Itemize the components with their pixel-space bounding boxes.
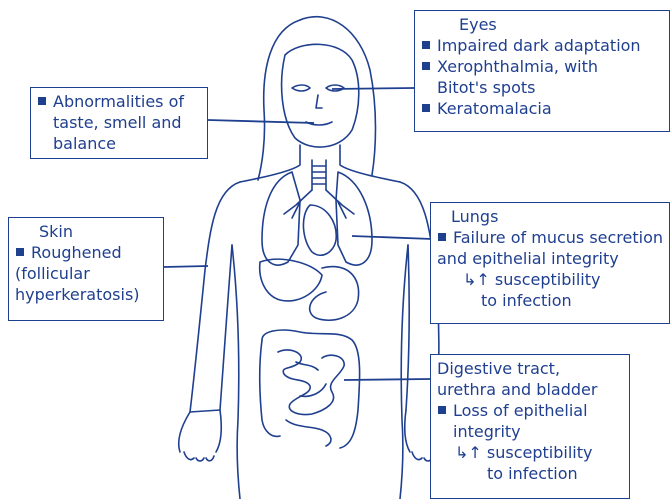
bullet-icon: [438, 233, 446, 241]
small-intestine: [278, 350, 344, 446]
face-outline: [282, 44, 359, 147]
heart: [303, 205, 336, 255]
bullet-icon: [422, 62, 430, 70]
bullet-icon: [16, 248, 24, 256]
right-lung: [336, 172, 372, 265]
digestive-to-infection: to infection: [437, 463, 623, 484]
eyes-title: Eyes: [421, 14, 663, 35]
eyes-item-xerophthalmia: Xerophthalmia, with: [421, 56, 663, 77]
neck: [240, 145, 300, 182]
left-hand: [179, 410, 221, 461]
stomach: [310, 267, 359, 321]
bullet-icon: [38, 97, 46, 105]
digestive-item-loss: Loss of epithelial: [437, 400, 623, 421]
bullet-icon: [422, 41, 430, 49]
eyes-box: Eyes Impaired dark adaptation Xerophthal…: [414, 10, 670, 132]
digestive-title-1: Digestive tract,: [437, 358, 623, 379]
lungs-box: Lungs Failure of mucus secretion and epi…: [430, 202, 670, 324]
taste-smell-box: Abnormalities of taste, smell and balanc…: [30, 87, 208, 159]
eyes-item-keratomalacia: Keratomalacia: [421, 98, 663, 119]
pointer-digestive: [344, 379, 430, 380]
digestive-title-2: urethra and bladder: [437, 379, 623, 400]
digestive-susceptibility: ↳↑ susceptibility: [437, 442, 623, 463]
lungs-line-epithelial: and epithelial integrity: [437, 248, 663, 269]
digestive-line-integrity: integrity: [437, 421, 623, 442]
pointer-eyes: [332, 88, 414, 89]
taste-line-2: taste, smell and: [37, 112, 201, 133]
lungs-item-mucus: Failure of mucus secretion: [437, 227, 663, 248]
bullet-icon: [422, 104, 430, 112]
liver: [260, 259, 322, 301]
bullet-icon: [438, 406, 446, 414]
left-arm: [190, 182, 240, 412]
eyes-item-dark-adaptation: Impaired dark adaptation: [421, 35, 663, 56]
skin-box: Skin Roughened (follicular hyperkeratosi…: [8, 217, 164, 321]
lungs-susceptibility: ↳↑ susceptibility: [437, 269, 663, 290]
nose: [316, 95, 322, 108]
pointer-lungs: [352, 236, 432, 239]
left-eye: [292, 85, 310, 91]
eyes-bitots-spots: Bitot's spots: [421, 77, 663, 98]
skin-item-roughened: Roughened: [15, 242, 157, 263]
skin-line-hyperkeratosis: hyperkeratosis): [15, 284, 157, 305]
skin-line-follicular: (follicular: [15, 263, 157, 284]
pointer-skin: [164, 266, 208, 267]
taste-line-3: balance: [37, 133, 201, 154]
taste-line-1: Abnormalities of: [37, 91, 201, 112]
pointer-taste: [208, 120, 314, 123]
lungs-to-infection: to infection: [437, 290, 663, 311]
large-intestine: [262, 330, 360, 448]
lungs-title: Lungs: [437, 206, 663, 227]
left-lung: [262, 172, 300, 265]
torso-left: [232, 245, 240, 499]
digestive-box: Digestive tract, urethra and bladder Los…: [430, 354, 630, 499]
trachea: [312, 160, 326, 190]
torso-right: [400, 245, 408, 499]
skin-title: Skin: [15, 221, 157, 242]
bronchi: [284, 190, 354, 218]
hair-outline: [300, 17, 376, 175]
